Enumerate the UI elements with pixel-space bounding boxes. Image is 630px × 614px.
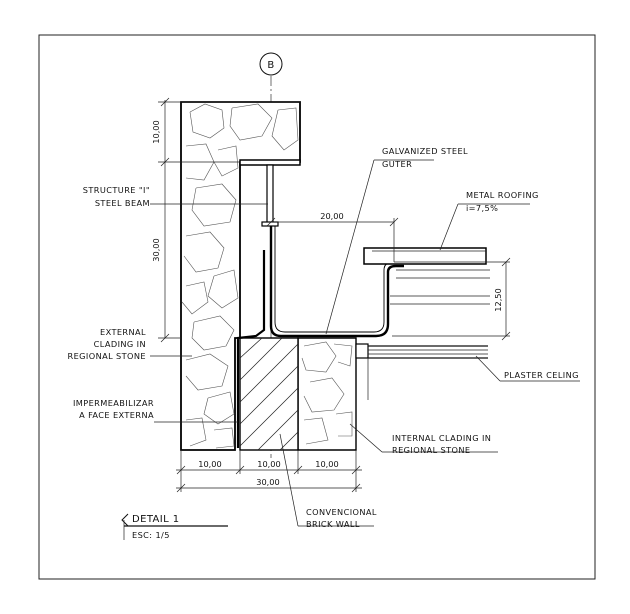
label-beam-line1: STRUCTURE "I" xyxy=(83,185,150,195)
stone-cladding-inner xyxy=(297,337,357,451)
label-imp-line1: IMPERMEABILIZAR xyxy=(73,398,154,408)
label-ext-line2: CLADING IN xyxy=(94,339,146,349)
label-brick: CONVENCIONAL BRICK WALL xyxy=(306,507,377,529)
dim-bottom-a-text: 10,00 xyxy=(198,459,221,469)
dimension-gutter-width: 20,00 xyxy=(266,211,399,262)
dimension-left: 10,00 30,00 xyxy=(151,97,300,343)
plaster-ceiling xyxy=(355,343,488,400)
dim-mid-text: 30,00 xyxy=(151,238,161,261)
label-beam: STRUCTURE "I" STEEL BEAM xyxy=(83,185,150,208)
label-gutter: GALVANIZED STEEL GUTER xyxy=(382,146,468,169)
label-int-clading: INTERNAL CLADING IN REGIONAL STONE xyxy=(392,433,491,455)
brick-wall xyxy=(239,337,299,451)
detail-scale: ESC: 1/5 xyxy=(132,530,170,540)
label-ext-clading: EXTERNAL CLADING IN REGIONAL STONE xyxy=(68,327,147,361)
grid-marker: B xyxy=(259,52,283,76)
label-impermeabilizar: IMPERMEABILIZAR A FACE EXTERNA xyxy=(73,398,154,420)
label-gutter-line2: GUTER xyxy=(382,159,412,169)
metal-roofing xyxy=(363,247,490,305)
detail-title-block: DETAIL 1 ESC: 1/5 xyxy=(121,513,228,540)
label-beam-line2: STEEL BEAM xyxy=(95,198,150,208)
steel-i-beam xyxy=(239,159,301,227)
dim-bottom-total-text: 30,00 xyxy=(256,477,279,487)
label-roofing-line1: METAL ROOFING xyxy=(466,190,539,200)
dim-top-text: 10,00 xyxy=(151,120,161,143)
label-plaster-line1: PLASTER CELING xyxy=(504,370,579,380)
detail-title: DETAIL 1 xyxy=(132,514,179,525)
label-ext-line1: EXTERNAL xyxy=(100,327,146,337)
dimension-gutter-height: 12,50 xyxy=(392,257,511,341)
steel-gutter xyxy=(269,226,404,338)
label-roofing-line2: i=7,5% xyxy=(466,203,498,213)
label-int-line2: REGIONAL STONE xyxy=(392,445,471,455)
dim-gutter-height-text: 12,50 xyxy=(493,288,503,311)
dim-gutter-width-text: 20,00 xyxy=(320,211,343,221)
dimension-bottom: 10,00 10,00 10,00 30,00 xyxy=(176,450,362,493)
label-gutter-line1: GALVANIZED STEEL xyxy=(382,146,468,156)
label-int-line1: INTERNAL CLADING IN xyxy=(392,433,491,443)
label-roofing: METAL ROOFING i=7,5% xyxy=(466,190,539,213)
drawing-frame xyxy=(38,34,596,580)
label-brick-line1: CONVENCIONAL xyxy=(306,507,377,517)
label-ext-line3: REGIONAL STONE xyxy=(68,351,147,361)
leader-lines xyxy=(150,159,580,527)
grid-marker-label: B xyxy=(267,60,274,71)
label-plaster: PLASTER CELING xyxy=(504,370,579,380)
waterproofing-line xyxy=(236,250,266,448)
dim-bottom-c-text: 10,00 xyxy=(315,459,338,469)
label-imp-line2: A FACE EXTERNA xyxy=(79,410,154,420)
dim-bottom-b-text: 10,00 xyxy=(257,459,280,469)
label-brick-line2: BRICK WALL xyxy=(306,519,360,529)
stone-wall-outer xyxy=(180,101,301,451)
